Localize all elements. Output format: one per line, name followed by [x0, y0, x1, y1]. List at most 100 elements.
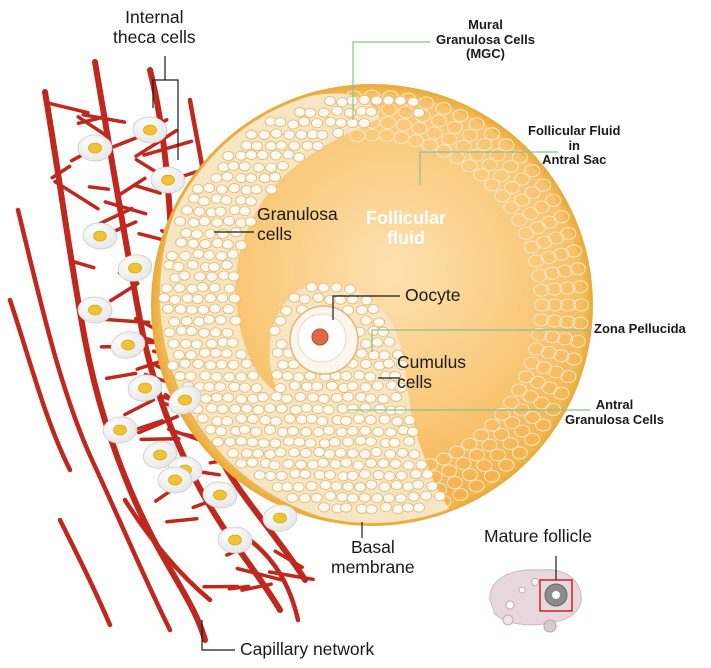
granulosa-cell	[230, 316, 241, 325]
granulosa-cell	[181, 317, 192, 326]
capillary-branch	[139, 234, 161, 240]
granulosa-cell	[181, 228, 192, 237]
granulosa-cell	[216, 252, 227, 261]
granulosa-cell	[217, 405, 228, 414]
granulosa-cell	[239, 162, 250, 171]
granulosa-cell	[239, 207, 250, 216]
granulosa-cell	[341, 503, 352, 512]
granulosa-cell	[264, 425, 275, 434]
granulosa-cell	[331, 393, 342, 402]
granulosa-cell	[204, 382, 215, 391]
granulosa-cell	[276, 340, 287, 349]
granulosa-cell	[167, 251, 178, 260]
granulosa-cell	[236, 372, 247, 381]
granulosa-cell	[186, 305, 197, 314]
granulosa-cell	[317, 130, 328, 139]
granulosa-cell	[194, 317, 205, 326]
granulosa-cell	[356, 305, 367, 314]
capillary-branch	[107, 373, 136, 378]
granulosa-cell	[344, 108, 355, 117]
granulosa-cell	[228, 272, 239, 281]
granulosa-cell	[301, 427, 312, 436]
granulosa-cell	[404, 437, 415, 446]
theca-cell	[78, 135, 112, 161]
granulosa-cell	[395, 494, 406, 503]
granulosa-cell	[318, 283, 329, 292]
granulosa-cell	[365, 372, 376, 381]
granulosa-cell	[228, 161, 239, 170]
granulosa-cell	[281, 306, 292, 315]
granulosa-cell	[343, 392, 354, 401]
granulosa-cell	[312, 142, 323, 151]
granulosa-cell	[341, 371, 352, 380]
granulosa-cell	[294, 108, 305, 117]
granulosa-cell	[212, 218, 223, 227]
granulosa-cell	[182, 294, 193, 303]
granulosa-cell	[289, 293, 300, 302]
granulosa-cell	[347, 449, 358, 458]
granulosa-cell	[198, 305, 209, 314]
granulosa-cell	[284, 130, 295, 139]
granulosa-cell	[206, 404, 217, 413]
granulosa-cell	[247, 394, 258, 403]
granulosa-cell	[284, 414, 295, 423]
granulosa-cell	[227, 338, 238, 347]
capillary-vessel	[125, 500, 210, 600]
granulosa-cell	[379, 482, 390, 491]
leader-capillary	[202, 620, 235, 650]
granulosa-cell	[360, 450, 371, 459]
granulosa-cell	[306, 414, 317, 423]
granulosa-cell	[407, 427, 418, 436]
granulosa-cell	[336, 428, 347, 437]
granulosa-cell	[221, 260, 232, 269]
granulosa-cell	[224, 284, 235, 293]
granulosa-cell	[265, 450, 276, 459]
granulosa-cell	[239, 425, 250, 434]
granulosa-cell	[174, 372, 185, 381]
granulosa-cell	[210, 328, 221, 337]
granulosa-cell	[323, 426, 334, 435]
granulosa-cell	[198, 328, 209, 337]
granulosa-cell	[391, 481, 402, 490]
granulosa-cell	[205, 294, 216, 303]
granulosa-cell	[204, 183, 215, 192]
capillary-branch	[90, 187, 109, 189]
granulosa-cell	[300, 448, 311, 457]
granulosa-cell	[283, 150, 294, 159]
granulosa-cell	[222, 328, 233, 337]
granulosa-cell	[259, 130, 270, 139]
label-cumulus-cells: Cumulus cells	[397, 353, 466, 392]
capillary-branch	[141, 439, 179, 440]
granulosa-cell	[209, 304, 220, 313]
granulosa-cell	[413, 108, 424, 117]
label-oocyte: Oocyte	[405, 286, 460, 306]
granulosa-cell	[383, 359, 394, 368]
granulosa-cell	[361, 316, 372, 325]
granulosa-cell	[403, 482, 414, 491]
granulosa-cell	[282, 372, 293, 381]
granulosa-cell	[260, 416, 271, 425]
theca-cell	[217, 526, 252, 554]
label-follicular-fluid-antral-sac: Follicular Fluid in Antral Sac	[528, 124, 620, 168]
granulosa-cell	[395, 96, 406, 105]
granulosa-cell	[236, 350, 247, 359]
granulosa-cell	[383, 494, 394, 503]
granulosa-cell	[269, 461, 280, 470]
granulosa-cell	[169, 317, 180, 326]
granulosa-cell	[347, 404, 358, 413]
granulosa-cell	[173, 262, 184, 271]
granulosa-cell	[204, 251, 215, 260]
granulosa-cell	[271, 392, 282, 401]
granulosa-cell	[410, 469, 421, 478]
granulosa-cell	[252, 449, 263, 458]
granulosa-cell	[206, 272, 217, 281]
granulosa-cell	[325, 97, 336, 106]
granulosa-cell	[188, 239, 199, 248]
granulosa-cell	[187, 284, 198, 293]
granulosa-cell	[265, 471, 276, 480]
granulosa-cell	[360, 403, 371, 412]
granulosa-cell	[373, 318, 384, 327]
granulosa-cell	[215, 207, 226, 216]
granulosa-cell	[326, 381, 337, 390]
